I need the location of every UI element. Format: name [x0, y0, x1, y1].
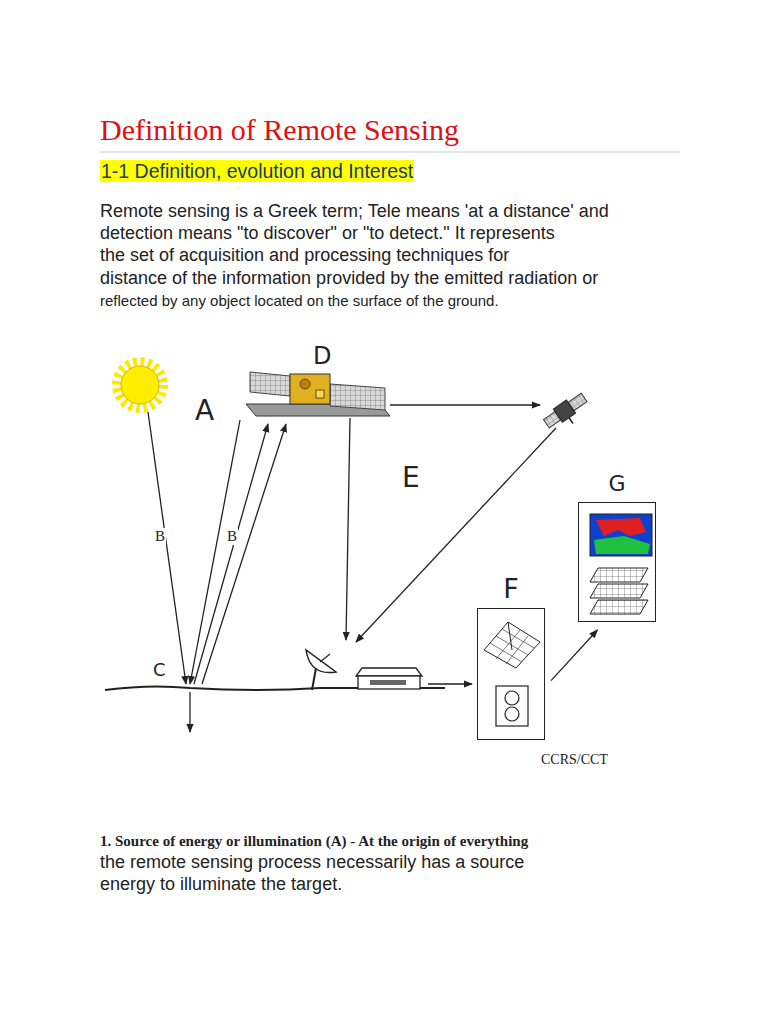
reflected-radiation [194, 424, 268, 684]
callout-letter: D [312, 343, 332, 371]
satellite [246, 372, 390, 416]
sun-rays [118, 363, 162, 407]
callout-letter: B [154, 528, 166, 545]
body-text: energy to illuminate the target. [100, 874, 342, 895]
satellite-part [316, 390, 324, 398]
data-layer [590, 600, 648, 614]
relay-antenna [569, 418, 573, 424]
processing-sketch [484, 622, 540, 726]
relay-satellite [542, 391, 593, 436]
flow-arrow [551, 630, 598, 681]
relay-downlink [356, 428, 556, 642]
box-letter: G [608, 473, 625, 495]
tape-reel [505, 707, 519, 721]
ground-station [356, 668, 422, 689]
title-rule [100, 152, 680, 153]
reflected-radiation [202, 424, 286, 684]
terrain-model [484, 622, 540, 668]
map-class [594, 536, 650, 554]
callout-letter: A [194, 395, 215, 427]
dish-stand [312, 668, 316, 690]
transmitted-radiation [189, 692, 190, 732]
step-heading: 1. Source of energy or illumination (A) … [100, 833, 528, 850]
process-box: G [578, 502, 656, 622]
tape-reel [505, 691, 519, 705]
solar-panel [250, 372, 290, 396]
sun [121, 366, 159, 404]
body-text: Remote sensing is a Greek term; Tele mea… [100, 201, 609, 222]
solar-panel [330, 384, 385, 410]
body-text: detection means "to discover" or "to det… [100, 223, 555, 244]
callout-letter: B [226, 528, 238, 545]
dish-feed [320, 654, 330, 662]
downlink-arrow [346, 418, 350, 640]
satellite-sensor [300, 379, 310, 389]
callout-letter: E [401, 462, 421, 494]
process-box: F [477, 608, 545, 740]
map-class [596, 518, 646, 536]
dish [306, 650, 336, 673]
credit-note: CCRS/CCT [541, 752, 608, 768]
body-text: the set of acquisition and processing te… [100, 245, 509, 266]
box-letter: F [503, 575, 519, 602]
station-wall [358, 676, 420, 689]
relay-body [553, 400, 575, 422]
satellite-body [290, 374, 330, 404]
station-arrow [428, 683, 472, 684]
application-products [590, 514, 652, 614]
station-window [370, 680, 406, 685]
radiation-arrows [148, 405, 556, 732]
data-layer [590, 584, 648, 598]
body-text: distance of the information provided by … [100, 268, 598, 289]
terrain-peak [508, 622, 512, 650]
receiving-dish [306, 650, 336, 690]
relay-arrow [390, 404, 540, 405]
data-layer [590, 568, 648, 582]
tape-unit [496, 686, 528, 726]
body-text: reflected by any object located on the s… [100, 292, 499, 309]
station-roof [356, 668, 422, 676]
page-title: Definition of Remote Sensing [100, 113, 459, 148]
incident-radiation [148, 412, 186, 684]
body-text: the remote sensing process necessarily h… [100, 852, 524, 873]
section-heading: 1-1 Definition, evolution and Interest [100, 160, 414, 182]
callout-letter: C [152, 660, 167, 681]
classified-map [590, 514, 652, 556]
